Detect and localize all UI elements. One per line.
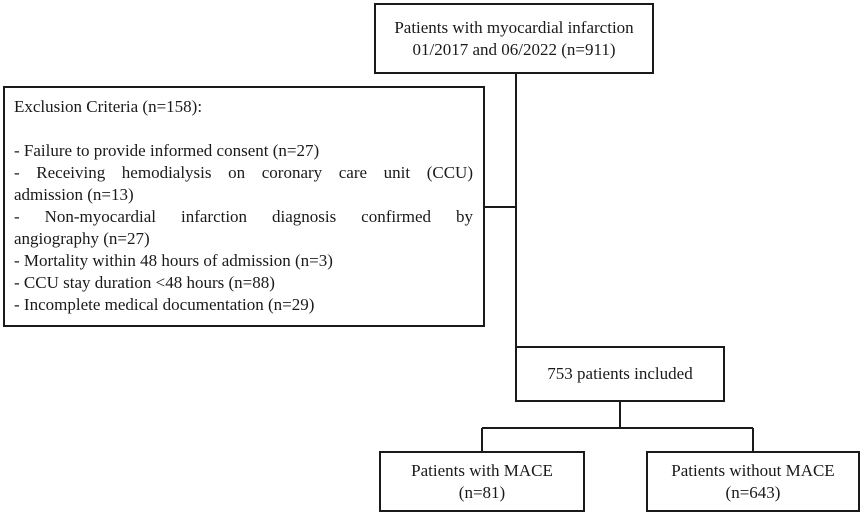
exclusion-item: admission (n=13) (14, 185, 134, 204)
with-mace-line2: (n=81) (458, 482, 506, 502)
without-mace-line1: Patients without MACE (671, 460, 835, 480)
exclusion-item: - CCU stay duration <48 hours (n=88) (14, 273, 275, 292)
with-mace-box: Patients with MACE (n=81) (379, 451, 585, 512)
exclusion-criteria-box: Exclusion Criteria (n=158): - Failure to… (3, 86, 485, 327)
exclusion-item: - Mortality within 48 hours of admission… (14, 251, 333, 270)
exclusion-item: - Failure to provide informed consent (n… (14, 141, 320, 160)
without-mace-line2: (n=643) (725, 482, 781, 502)
source-population-line2: 01/2017 and 06/2022 (n=911) (412, 39, 616, 59)
source-population-box: Patients with myocardial infarction 01/2… (374, 3, 654, 74)
exclusion-item: - Incomplete medical documentation (n=29… (14, 295, 315, 314)
exclusion-item: angiography (n=27) (14, 229, 150, 248)
exclusion-criteria-title: Exclusion Criteria (n=158): (14, 97, 203, 116)
source-population-line1: Patients with myocardial infarction (394, 17, 634, 37)
included-patients-label: 753 patients included (547, 364, 693, 383)
without-mace-box: Patients without MACE (n=643) (646, 451, 860, 512)
exclusion-item: - Receiving hemodialysis on coronary car… (14, 163, 473, 182)
exclusion-item: - Non-myocardial infarction diagnosis co… (14, 207, 473, 226)
with-mace-line1: Patients with MACE (411, 460, 553, 480)
included-patients-box: 753 patients included (515, 346, 725, 402)
